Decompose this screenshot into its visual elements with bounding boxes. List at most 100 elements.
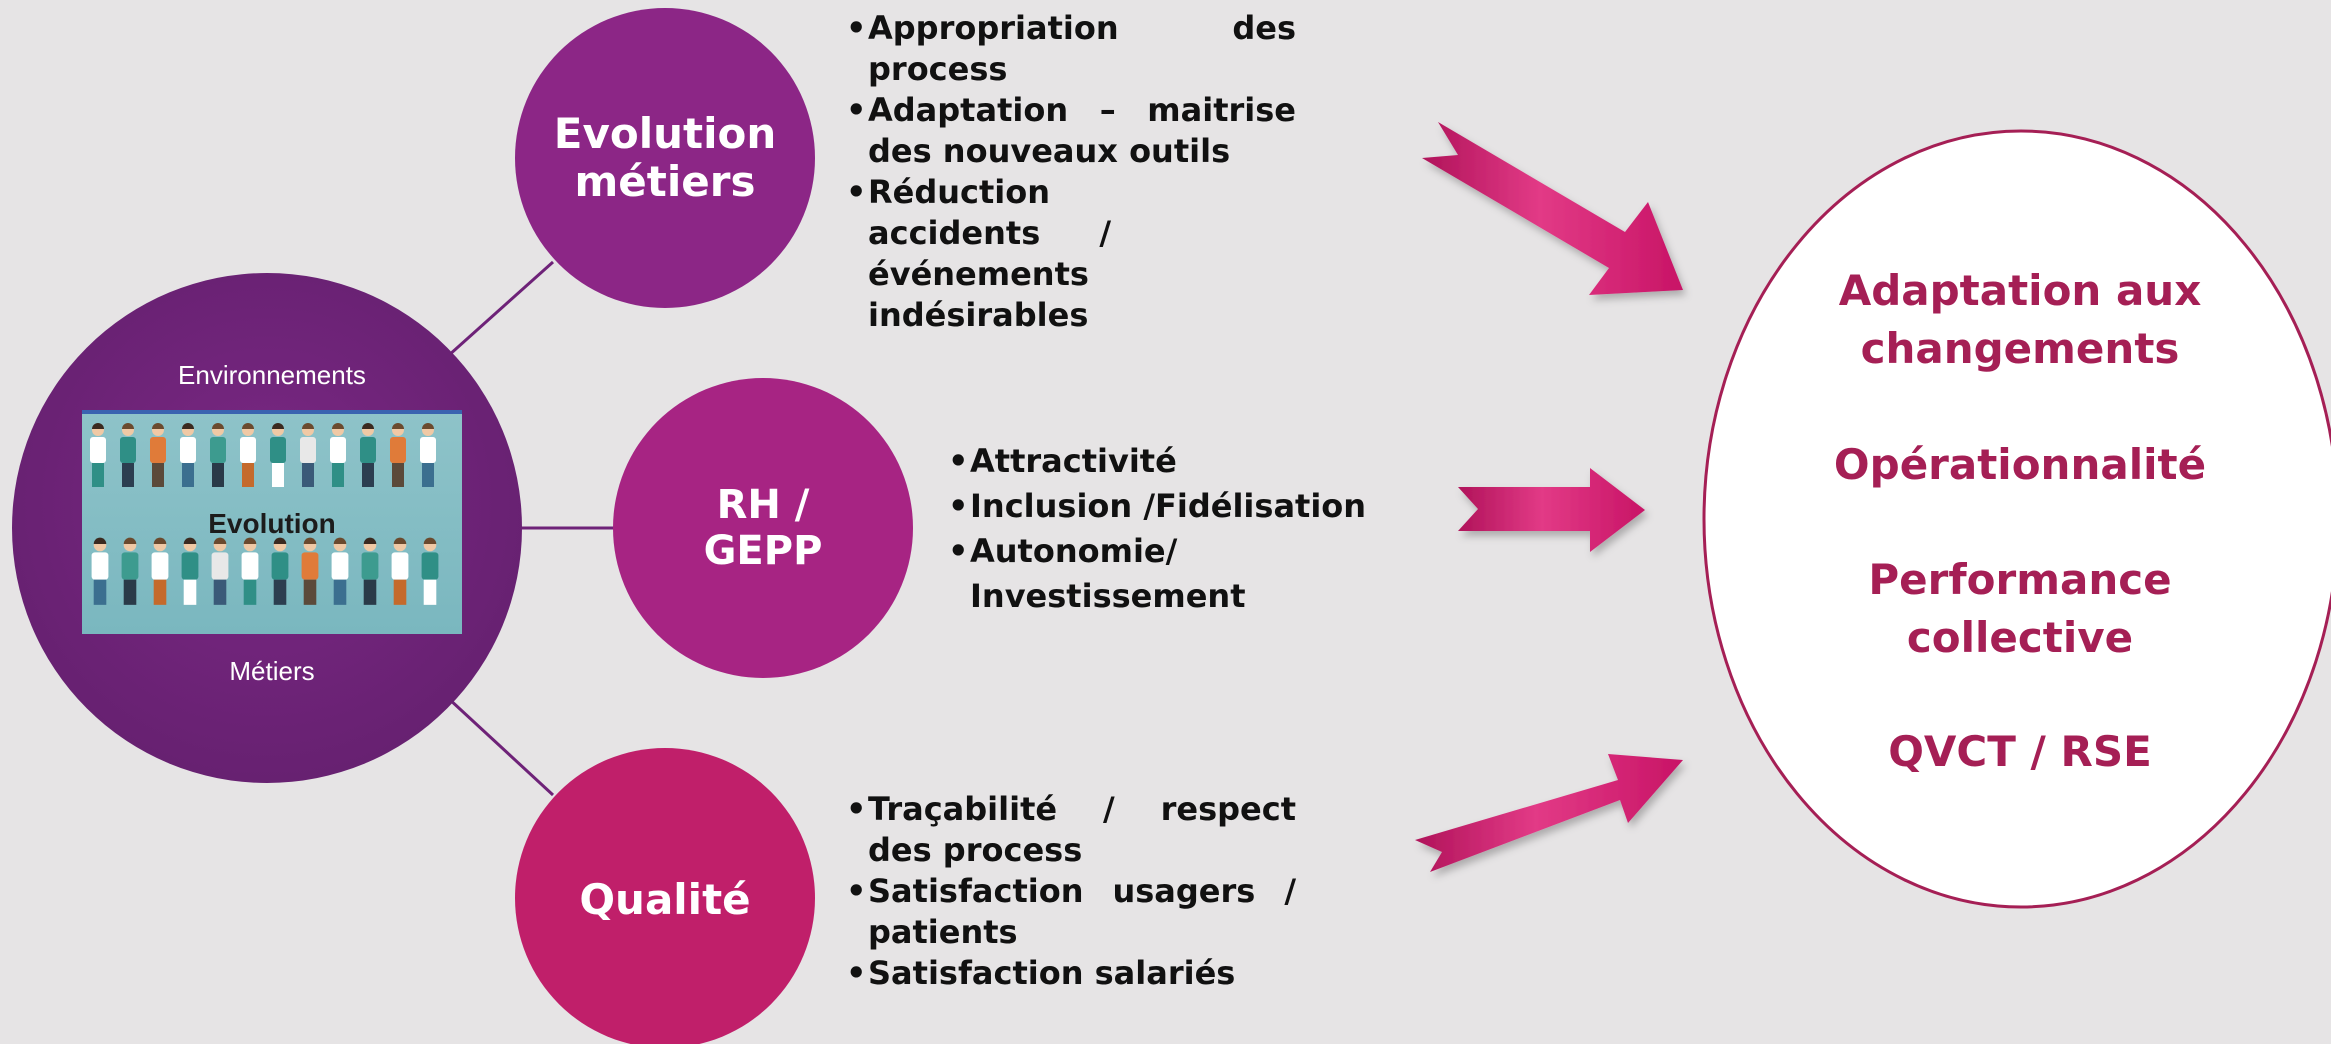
- outcome-operationnalite: Opérationnalité: [1833, 440, 2207, 489]
- person-figure-part: [153, 579, 167, 605]
- person-figure-part: [150, 437, 166, 463]
- hub-top-label: Environnements: [178, 360, 366, 390]
- rh-bullet-1: Attractivité: [948, 439, 1388, 484]
- person-figure-part: [210, 437, 226, 463]
- person-figure-part: [123, 537, 137, 544]
- person-figure-part: [392, 423, 404, 429]
- arrow-top: [1422, 122, 1683, 295]
- rh-bullets: Attractivité Inclusion /Fidélisation Aut…: [948, 439, 1388, 619]
- qualite-label-line1: Qualité: [579, 874, 751, 924]
- qualite-label: Qualité: [515, 870, 815, 930]
- person-figure-part: [303, 579, 317, 605]
- person-figure-part: [181, 552, 199, 580]
- rh-label-line1: RH /: [716, 482, 810, 528]
- person-figure-part: [182, 463, 194, 487]
- person-figure-part: [332, 423, 344, 429]
- person-figure-part: [120, 437, 136, 463]
- arrow-middle: [1458, 468, 1645, 552]
- evolution-circle: [515, 8, 815, 308]
- person-figure-part: [332, 463, 344, 487]
- person-figure-part: [422, 463, 434, 487]
- qualite-bullet-1: Traçabilité / respect des process: [846, 789, 1296, 871]
- outcome-qvct: QVCT / RSE: [1888, 727, 2152, 776]
- evolution-label-line1: Evolution: [553, 108, 777, 158]
- person-figure-part: [421, 552, 439, 580]
- rh-label-line2: GEPP: [703, 528, 823, 574]
- person-figure-part: [240, 437, 256, 463]
- person-figure-part: [243, 537, 257, 544]
- person-figure-part: [152, 423, 164, 429]
- rh-bullet-3: Autonomie/ Investissement: [948, 529, 1388, 619]
- rh-circle: [613, 378, 913, 678]
- person-figure-part: [241, 552, 259, 580]
- person-figure-part: [271, 552, 289, 580]
- person-figure-part: [362, 423, 374, 429]
- person-figure-part: [390, 437, 406, 463]
- outcome-ellipse: [1702, 129, 2331, 909]
- person-figure-part: [153, 537, 167, 544]
- qualite-circle: [515, 748, 815, 1044]
- person-figure-part: [393, 579, 407, 605]
- evolution-label: Evolution métiers: [515, 100, 815, 216]
- connector-evolution: [446, 260, 555, 358]
- person-figure-part: [92, 463, 104, 487]
- outcome-adaptation-line2: changements: [1860, 324, 2180, 373]
- evolution-bullets: Appropriation des process Adaptation – m…: [846, 8, 1296, 336]
- evolution-bullet-1: Appropriation des process: [846, 8, 1296, 90]
- person-figure-part: [330, 437, 346, 463]
- people-illustration: [82, 410, 462, 634]
- person-figure-part: [270, 437, 286, 463]
- hub-image-label: Evolution: [208, 508, 336, 539]
- person-figure-part: [242, 463, 254, 487]
- person-figure-part: [152, 463, 164, 487]
- person-figure-part: [393, 537, 407, 544]
- person-figure-part: [302, 423, 314, 429]
- person-figure-part: [333, 579, 347, 605]
- person-figure-part: [272, 423, 284, 429]
- person-figure-part: [363, 537, 377, 544]
- rh-label: RH / GEPP: [613, 470, 913, 586]
- rh-bullet-2: Inclusion /Fidélisation: [948, 484, 1388, 529]
- evolution-bullet-3: Réduction accidents /événements indésira…: [846, 172, 1296, 336]
- person-figure-part: [273, 537, 287, 544]
- person-figure-part: [333, 537, 347, 544]
- person-figure-part: [182, 423, 194, 429]
- person-figure-part: [360, 437, 376, 463]
- person-figure-part: [183, 537, 197, 544]
- person-figure-part: [180, 437, 196, 463]
- person-figure-part: [303, 537, 317, 544]
- person-figure-part: [123, 579, 137, 605]
- outcome-performance-line1: Performance: [1868, 555, 2172, 604]
- person-figure-part: [420, 437, 436, 463]
- person-figure-part: [91, 552, 109, 580]
- person-figure-part: [273, 579, 287, 605]
- person-figure-part: [363, 579, 377, 605]
- outcome-adaptation: Adaptation aux changements: [1780, 262, 2260, 378]
- qualite-bullet-2: Satisfaction usagers / patients: [846, 871, 1296, 953]
- person-figure-part: [212, 463, 224, 487]
- person-figure-part: [300, 437, 316, 463]
- evolution-bullet-2: Adaptation – maitrise des nouveaux outil…: [846, 90, 1296, 172]
- person-figure-part: [183, 579, 197, 605]
- person-figure-part: [121, 552, 139, 580]
- person-figure-part: [213, 537, 227, 544]
- person-figure-part: [213, 579, 227, 605]
- arrow-bottom: [1415, 754, 1683, 872]
- person-figure-part: [122, 463, 134, 487]
- person-figure-part: [391, 552, 409, 580]
- person-figure-part: [362, 463, 374, 487]
- person-figure-part: [92, 423, 104, 429]
- person-figure-part: [93, 579, 107, 605]
- person-figure-part: [422, 423, 434, 429]
- person-figure-part: [122, 423, 134, 429]
- person-figure-part: [93, 537, 107, 544]
- qualite-bullet-3: Satisfaction salariés: [846, 953, 1296, 994]
- person-figure-part: [301, 552, 319, 580]
- person-figure-part: [212, 423, 224, 429]
- person-figure-part: [331, 552, 349, 580]
- person-figure-part: [272, 463, 284, 487]
- person-figure-part: [361, 552, 379, 580]
- qualite-bullets: Traçabilité / respect des process Satisf…: [846, 789, 1296, 994]
- person-figure-part: [302, 463, 314, 487]
